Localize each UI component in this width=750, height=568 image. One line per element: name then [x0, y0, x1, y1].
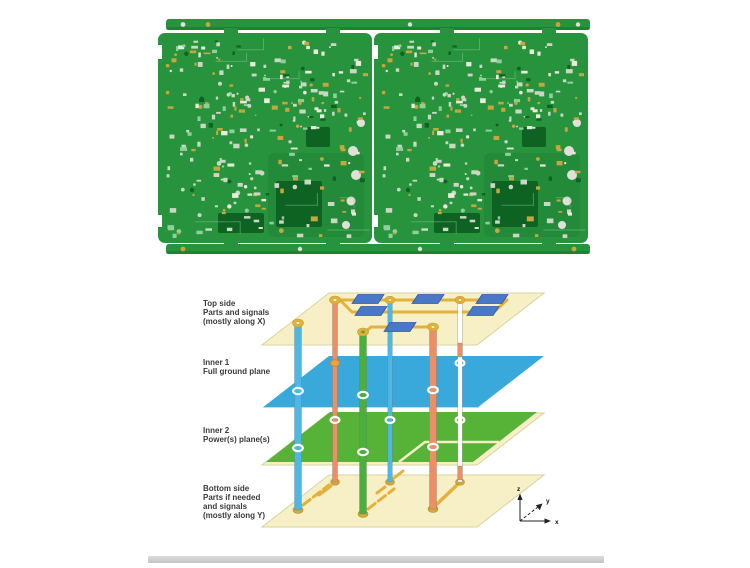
- pcb-panel-photo: [150, 5, 600, 257]
- label-line: Full ground plane: [203, 367, 271, 376]
- label-inner2: Inner 2 Power(s) plane(s): [203, 426, 313, 444]
- via-signal-thick: [359, 331, 367, 515]
- label-line: Power(s) plane(s): [203, 435, 270, 444]
- via-ground-thick: [294, 322, 302, 511]
- via-power-thin: [332, 299, 338, 483]
- crossing-rings: [292, 358, 466, 457]
- cropped-element-strip: [148, 556, 604, 563]
- bottom-plane: [260, 474, 546, 528]
- power-plane: [260, 412, 546, 466]
- pcb-panel-svg: [156, 19, 590, 254]
- via-hollow: [457, 299, 463, 483]
- axis-label-x: x: [555, 519, 559, 526]
- label-line: Parts if needed: [203, 493, 261, 502]
- label-line: (mostly along Y): [203, 511, 266, 520]
- pcb-board-left: [156, 33, 372, 243]
- axis-label-z: z: [517, 486, 521, 493]
- ground-plane: [262, 356, 544, 409]
- label-inner1: Inner 1 Full ground plane: [203, 358, 313, 376]
- via-power-thick: [429, 326, 437, 510]
- label-bottom-side: Bottom side Parts if needed and signals …: [203, 484, 313, 520]
- label-line: Bottom side: [203, 484, 250, 493]
- label-line: Inner 2: [203, 426, 230, 435]
- label-line: Parts and signals: [203, 308, 270, 317]
- panel-top-rail: [166, 19, 590, 35]
- label-line: and signals: [203, 502, 248, 511]
- label-line: (mostly along X): [203, 317, 266, 326]
- via-plane-connection-pad: [329, 359, 340, 367]
- label-line: Top side: [203, 299, 236, 308]
- bottom-traces: [301, 469, 459, 511]
- x-arrow-icon: [544, 518, 551, 524]
- top-components: [351, 294, 509, 332]
- label-line: Inner 1: [203, 358, 230, 367]
- via-top-rings: [292, 295, 466, 337]
- axes-widget: z y x: [517, 486, 559, 526]
- z-arrow-icon: [517, 493, 523, 500]
- y-arrow-icon: [535, 503, 543, 511]
- label-top-side: Top side Parts and signals (mostly along…: [203, 299, 313, 326]
- axis-label-y: y: [546, 498, 550, 505]
- pcb-board-right: [372, 33, 588, 243]
